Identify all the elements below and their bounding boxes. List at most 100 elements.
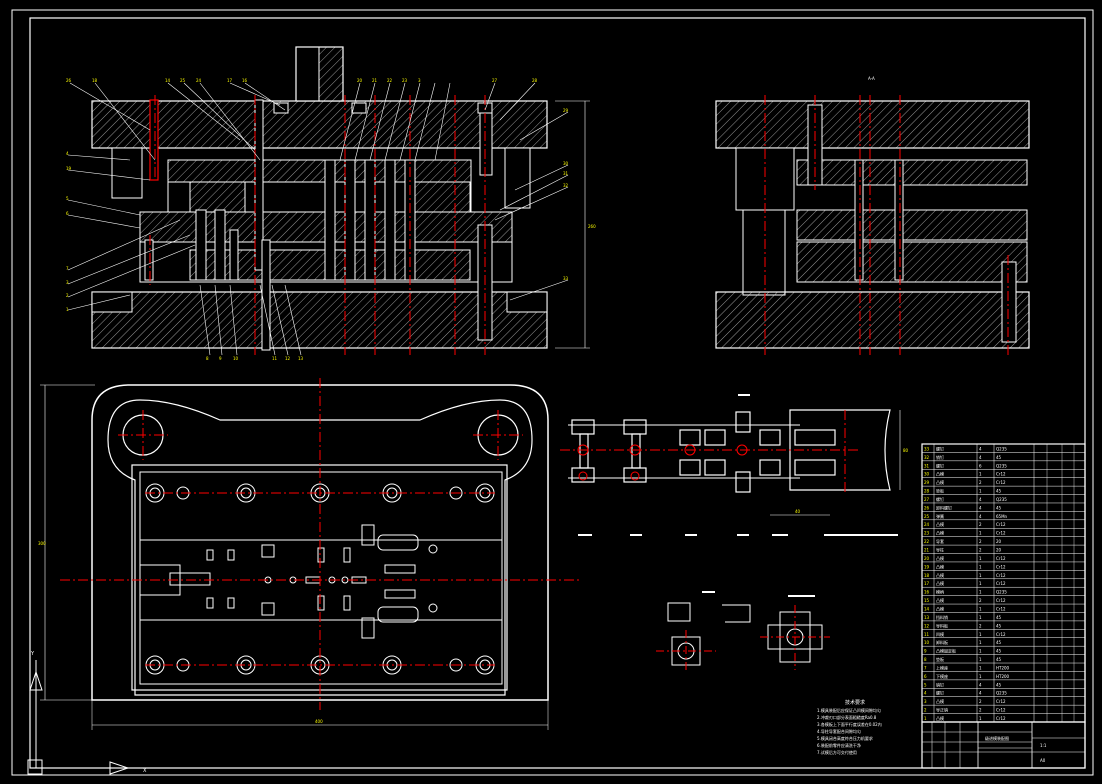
bom-cell: Cr12 xyxy=(996,632,1006,637)
plan-view[interactable]: 300 400 xyxy=(38,378,580,730)
bom-cell: 23 xyxy=(924,531,930,536)
bom-cell: 20 xyxy=(996,539,1002,544)
svg-text:3: 3 xyxy=(66,280,69,285)
svg-text:8: 8 xyxy=(206,356,209,361)
bom-cell: 10 xyxy=(924,640,930,645)
bom-cell: Cr12 xyxy=(996,522,1006,527)
bom-cell: Cr12 xyxy=(996,573,1006,578)
side-section-view[interactable]: A-A xyxy=(715,76,1030,355)
strip-stations xyxy=(571,409,891,493)
bom-cell: Q235 xyxy=(996,497,1007,502)
bom-cell: Cr12 xyxy=(996,716,1006,721)
title-block[interactable]: 级进模装配图 1:1 A0 xyxy=(921,721,1086,769)
svg-text:1: 1 xyxy=(66,307,69,312)
bom-cell: 2 xyxy=(979,522,982,527)
bom-cell: 1 xyxy=(979,581,982,586)
bom-cell: 4 xyxy=(979,497,982,502)
balloon-labels-bottom: 8 9 10 11 12 13 xyxy=(206,356,304,361)
bom-cell: 45 xyxy=(996,455,1002,460)
bom-cell: 凸模 xyxy=(936,563,944,569)
bom-cell: HT200 xyxy=(996,665,1010,670)
svg-text:17: 17 xyxy=(227,78,233,83)
bom-cell: 16 xyxy=(924,590,930,595)
bom-cell: 2 xyxy=(979,623,982,628)
svg-text:30: 30 xyxy=(563,161,569,166)
ucs-x-label: X xyxy=(143,768,147,774)
punch-holder-hatch-r xyxy=(414,181,471,213)
bom-cell: 4 xyxy=(924,691,927,696)
bom-cell: 螺钉 xyxy=(936,496,944,502)
bom-cell: 螺钉 xyxy=(936,690,944,696)
bom-cell: 28 xyxy=(924,489,930,494)
bom-cell: 1 xyxy=(924,716,927,721)
bom-cell: 45 xyxy=(996,640,1002,645)
bom-cell: 45 xyxy=(996,489,1002,494)
bom-cell: 32 xyxy=(924,455,930,460)
punch-set xyxy=(144,99,416,351)
title-block-name: 级进模装配图 xyxy=(985,735,1009,741)
strip-layout[interactable]: 80 40 xyxy=(560,394,909,536)
bom-cell: 1 xyxy=(979,472,982,477)
part-detail-views[interactable] xyxy=(656,591,830,672)
bom-cell: 6 xyxy=(979,463,982,468)
bom-cell: 8 xyxy=(924,657,927,662)
title-block-sheet: A0 xyxy=(1040,758,1046,763)
pierce-slots xyxy=(206,544,438,613)
balloon-labels-left: 4 19 5 6 7 3 2 1 xyxy=(66,151,72,312)
bom-cell: 凸模 xyxy=(936,698,944,704)
bom-cell: 凸模 xyxy=(936,580,944,586)
svg-text:32: 32 xyxy=(563,183,569,188)
bom-cell: 凸模 xyxy=(936,715,944,721)
svg-text:4.导柱导套配合间隙均匀: 4.导柱导套配合间隙均匀 xyxy=(817,728,861,734)
bom-cell: 凸模 xyxy=(936,521,944,527)
dim-plan-width: 400 xyxy=(315,719,323,724)
bom-cell: 21 xyxy=(924,548,930,553)
bom-cell: 45 xyxy=(996,623,1002,628)
bom-cell: 1 xyxy=(979,674,982,679)
bom-cell: 1 xyxy=(979,716,982,721)
bom-cell: 弹簧 xyxy=(936,513,944,519)
svg-text:14: 14 xyxy=(165,78,171,83)
bom-cell: 2 xyxy=(979,548,982,553)
outer-border xyxy=(11,9,1094,776)
bom-cell: 1 xyxy=(979,649,982,654)
bom-cell: 1 xyxy=(979,489,982,494)
guide-bush-left xyxy=(111,147,143,199)
bom-cell: 模柄 xyxy=(936,589,944,595)
bom-cell: 12 xyxy=(924,623,930,628)
bom-cell: 9 xyxy=(924,649,927,654)
bom-cell: 24 xyxy=(924,522,930,527)
bom-cell: 螺钉 xyxy=(936,462,944,468)
front-leaders xyxy=(67,82,569,356)
bom-cell: 1 xyxy=(979,531,982,536)
section-title: A-A xyxy=(868,76,875,81)
bom-cell: HT200 xyxy=(996,674,1010,679)
bom-cell: 凸模固定板 xyxy=(936,648,956,654)
svg-text:1.模具装配后应保证凸凹模间隙均匀: 1.模具装配后应保证凸凹模间隙均匀 xyxy=(817,707,881,713)
bom-cell: 17 xyxy=(924,581,930,586)
bom-cell: 4 xyxy=(979,514,982,519)
bom-cell: 凸模 xyxy=(936,597,944,603)
dim-strip-height: 80 xyxy=(903,448,909,453)
bom-cell: 卸料板 xyxy=(936,639,948,645)
svg-text:6.装配前零件应清洗干净: 6.装配前零件应清洗干净 xyxy=(817,742,861,748)
guide-pillar-right xyxy=(479,104,493,176)
bom-cell: 19 xyxy=(924,564,930,569)
bom-cell: 65Mn xyxy=(996,514,1008,519)
front-section-view[interactable]: 260 xyxy=(67,46,596,356)
bom-cell: Cr12 xyxy=(996,708,1006,713)
bom-cell: Q235 xyxy=(996,590,1007,595)
bom-cell: Cr12 xyxy=(996,480,1006,485)
bom-cell: 凸模 xyxy=(936,479,944,485)
balloon-labels-top: 26 18 14 25 24 17 16 20 21 22 23 3 27 28 xyxy=(66,78,538,83)
svg-text:11: 11 xyxy=(272,356,278,361)
bom-cell: 1 xyxy=(979,573,982,578)
svg-text:33: 33 xyxy=(563,276,569,281)
svg-text:7.试模后方可交付使用: 7.试模后方可交付使用 xyxy=(817,749,857,755)
svg-text:28: 28 xyxy=(532,78,538,83)
bom-cell: 4 xyxy=(979,446,982,451)
bom-cell: Q235 xyxy=(996,463,1007,468)
svg-text:21: 21 xyxy=(372,78,378,83)
